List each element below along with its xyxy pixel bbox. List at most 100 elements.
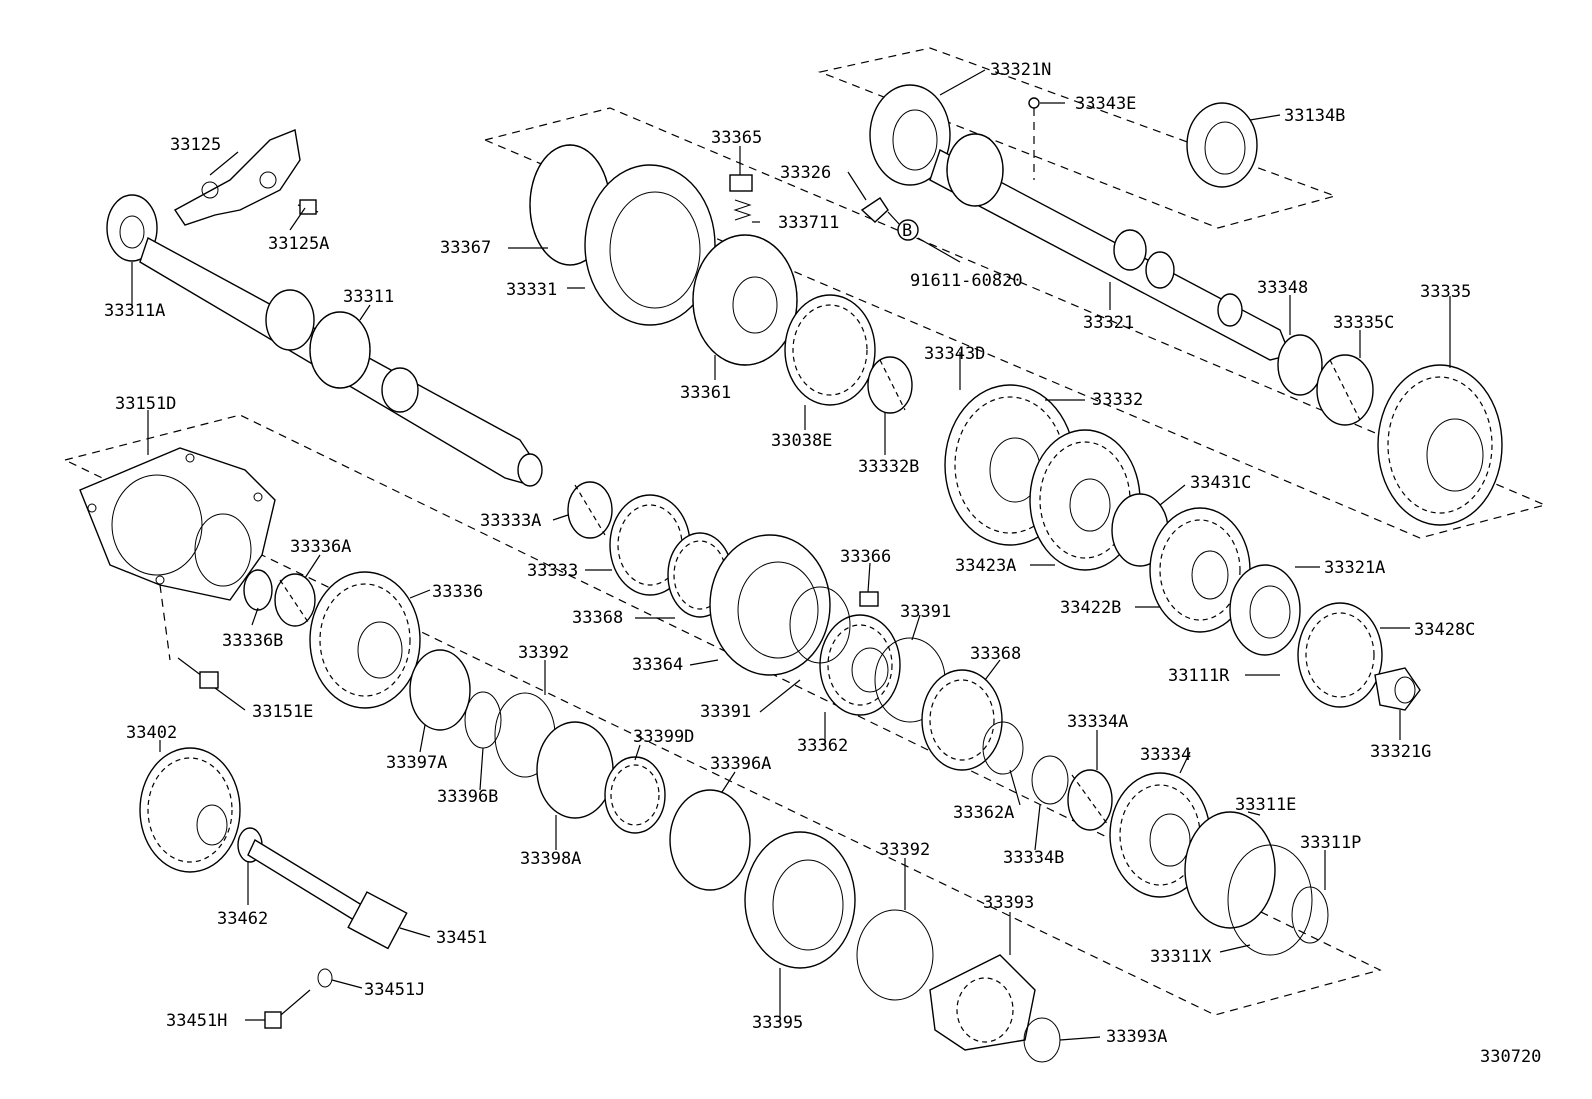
label-33125A: 33125A bbox=[268, 234, 329, 254]
bearing-33321N bbox=[869, 84, 951, 186]
label-33395: 33395 bbox=[752, 1013, 803, 1033]
bearing-33335C bbox=[1316, 354, 1374, 426]
ring-33334B bbox=[1031, 755, 1069, 805]
label-33392-a: 33392 bbox=[518, 643, 569, 663]
label-33393A: 33393A bbox=[1106, 1027, 1167, 1047]
leader-lines bbox=[131, 69, 1451, 1041]
gear-33367-33331 bbox=[529, 144, 716, 326]
label-33399D: 33399D bbox=[633, 727, 694, 747]
label-33396A: 33396A bbox=[710, 754, 771, 774]
label-33451J: 33451J bbox=[364, 980, 425, 1000]
shift-fork-bracket-33125 bbox=[173, 129, 301, 226]
callout-b-label: B bbox=[902, 221, 912, 241]
input-shaft-33311 bbox=[106, 194, 543, 487]
snap-ring-33311P bbox=[1227, 844, 1329, 956]
hub-33393 bbox=[929, 954, 1036, 1051]
label-33334A: 33334A bbox=[1067, 712, 1128, 732]
label-33364: 33364 bbox=[632, 655, 683, 675]
label-33326: 33326 bbox=[780, 163, 831, 183]
label-33134B: 33134B bbox=[1284, 106, 1345, 126]
label-33366: 33366 bbox=[840, 547, 891, 567]
bearing-33334A bbox=[1067, 769, 1113, 831]
label-33391-b: 33391 bbox=[700, 702, 751, 722]
label-33396B: 33396B bbox=[437, 787, 498, 807]
gear-33422B bbox=[1149, 507, 1251, 633]
label-33336B: 33336B bbox=[222, 631, 283, 651]
ring-33396A bbox=[669, 789, 751, 891]
label-33333A: 33333A bbox=[480, 511, 541, 531]
label-33321A: 33321A bbox=[1324, 558, 1385, 578]
label-33332B: 33332B bbox=[858, 457, 919, 477]
label-33451H: 33451H bbox=[166, 1011, 227, 1031]
ring-33399D bbox=[604, 756, 666, 834]
label-33331: 33331 bbox=[506, 280, 557, 300]
label-33343D: 33343D bbox=[924, 344, 985, 364]
bolt-33451H bbox=[264, 989, 311, 1029]
nut-33321G bbox=[1374, 667, 1421, 711]
label-33321: 33321 bbox=[1083, 313, 1134, 333]
label-33125: 33125 bbox=[170, 135, 221, 155]
ball-33343E bbox=[1028, 97, 1040, 109]
label-33336A: 33336A bbox=[290, 537, 351, 557]
part-labels: 33125 33125A 33311A 33311 33151D 33367 3… bbox=[104, 60, 1541, 1067]
label-33368-a: 33368 bbox=[572, 608, 623, 628]
key-33365-spring-333711 bbox=[729, 174, 753, 221]
label-33362A: 33362A bbox=[953, 803, 1014, 823]
label-33311A: 33311A bbox=[104, 301, 165, 321]
label-33451: 33451 bbox=[436, 928, 487, 948]
ring-33451J bbox=[317, 968, 333, 988]
shaft-33451 bbox=[247, 838, 408, 950]
label-33423A: 33423A bbox=[955, 556, 1016, 576]
label-33367: 33367 bbox=[440, 238, 491, 258]
bolt-33125A bbox=[297, 199, 319, 215]
gear-33428C bbox=[1297, 602, 1383, 708]
callout-b-marker bbox=[897, 219, 919, 241]
ring-33336B bbox=[243, 569, 273, 611]
ring-33398A bbox=[536, 721, 614, 819]
label-333711: 333711 bbox=[778, 213, 839, 233]
ring-33038E bbox=[784, 294, 876, 406]
label-33393: 33393 bbox=[983, 893, 1034, 913]
label-33321G: 33321G bbox=[1370, 742, 1431, 762]
figure-number: 330720 bbox=[1480, 1047, 1541, 1067]
label-33334B: 33334B bbox=[1003, 848, 1064, 868]
label-33343E: 33343E bbox=[1075, 94, 1136, 114]
label-33462: 33462 bbox=[217, 909, 268, 929]
label-33397A: 33397A bbox=[386, 753, 447, 773]
label-33428C: 33428C bbox=[1414, 620, 1475, 640]
label-33422B: 33422B bbox=[1060, 598, 1121, 618]
label-33311: 33311 bbox=[343, 287, 394, 307]
sleeve-33395 bbox=[744, 831, 856, 969]
group-boundary-input bbox=[63, 414, 1382, 1016]
hub-33362 bbox=[819, 614, 901, 716]
label-33151D: 33151D bbox=[115, 394, 176, 414]
gasket-33151D bbox=[79, 447, 276, 661]
gear-33336 bbox=[309, 571, 421, 709]
label-33348: 33348 bbox=[1257, 278, 1308, 298]
label-33334: 33334 bbox=[1140, 745, 1191, 765]
label-33038E: 33038E bbox=[771, 431, 832, 451]
cap-33134B bbox=[1186, 102, 1258, 188]
label-33111R: 33111R bbox=[1168, 666, 1230, 686]
label-33311X: 33311X bbox=[1150, 947, 1212, 967]
snap-ring-33392b bbox=[856, 909, 934, 1001]
label-33365: 33365 bbox=[711, 128, 762, 148]
label-91611-60820: 91611-60820 bbox=[910, 271, 1023, 291]
bearing-33336A bbox=[274, 573, 316, 627]
snap-ring-33393A bbox=[1023, 1017, 1061, 1063]
bearing-33333A bbox=[567, 481, 613, 539]
key-33366 bbox=[859, 591, 879, 607]
ball-33326 bbox=[860, 197, 901, 226]
label-33392-b: 33392 bbox=[879, 840, 930, 860]
bolt-33151E bbox=[177, 657, 219, 689]
label-33431C: 33431C bbox=[1190, 473, 1251, 493]
label-33336: 33336 bbox=[432, 582, 483, 602]
label-33362: 33362 bbox=[797, 736, 848, 756]
gear-33335 bbox=[1377, 364, 1503, 526]
ring-33311E bbox=[1184, 811, 1276, 929]
ring-33397A bbox=[409, 649, 471, 731]
washer-33348 bbox=[1277, 334, 1323, 396]
group-boundary-output bbox=[817, 47, 1337, 229]
